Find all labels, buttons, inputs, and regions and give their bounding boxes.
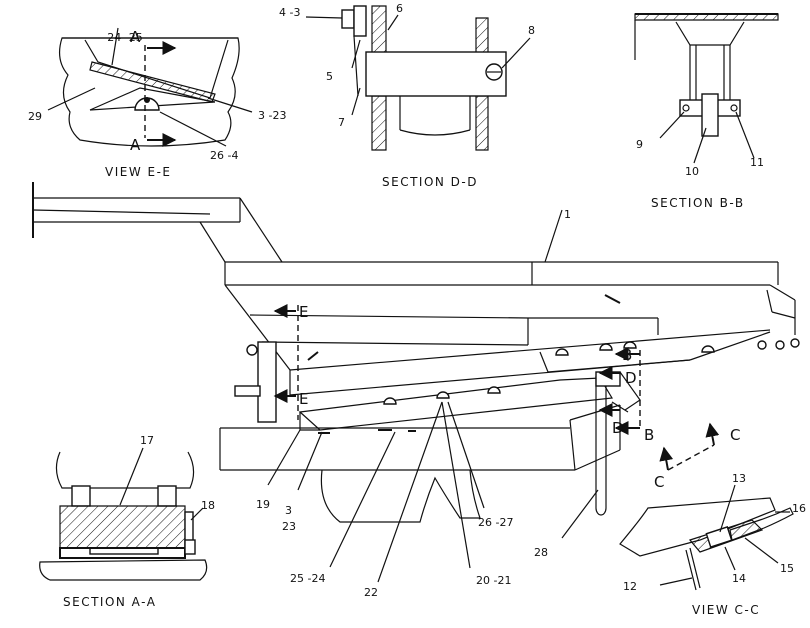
callout-8: 8 xyxy=(528,24,535,37)
section-b-b-caption: SECTION B-B xyxy=(651,196,745,210)
callout-1: 1 xyxy=(564,208,571,221)
view-e-e-caption: VIEW E-E xyxy=(105,165,172,179)
marker-b-bottom: B xyxy=(644,426,654,444)
callout-29: 29 xyxy=(28,110,42,123)
callout-18: 18 xyxy=(201,499,215,512)
view-c-c xyxy=(619,484,794,591)
callout-7: 7 xyxy=(338,116,345,129)
section-b-b xyxy=(634,13,779,164)
marker-d-bottom: D xyxy=(612,419,624,437)
section-a-a xyxy=(39,447,208,581)
callout-10: 10 xyxy=(685,165,699,178)
section-d-d-caption: SECTION D-D xyxy=(382,175,478,189)
callout-26-4: 26 -4 xyxy=(210,149,238,162)
section-a-a-caption: SECTION A-A xyxy=(63,595,156,609)
callout-28: 28 xyxy=(534,546,548,559)
callout-20-21: 20 -21 xyxy=(476,574,511,587)
marker-e-top: E xyxy=(299,303,308,321)
callout-5: 5 xyxy=(326,70,333,83)
marker-b-top: B xyxy=(622,346,632,364)
callout-14: 14 xyxy=(732,572,746,585)
callout-11: 11 xyxy=(750,156,764,169)
marker-c-left: C xyxy=(654,473,664,491)
callout-26-27: 26 -27 xyxy=(478,516,513,529)
callout-4-3: 4 -3 xyxy=(279,6,300,19)
callout-24-25: 24 -25 xyxy=(107,31,142,44)
section-d-d xyxy=(305,5,531,151)
callout-23: 23 xyxy=(282,520,296,533)
callout-19: 19 xyxy=(256,498,270,511)
callout-13: 13 xyxy=(732,472,746,485)
callout-25-24: 25 -24 xyxy=(290,572,325,585)
view-e-e xyxy=(47,27,253,147)
callout-9: 9 xyxy=(636,138,643,151)
marker-a-top: A xyxy=(130,28,141,46)
callout-15: 15 xyxy=(780,562,794,575)
callout-3-23-top: 3 -23 xyxy=(258,109,286,122)
callout-22: 22 xyxy=(364,586,378,599)
marker-a-bottom: A xyxy=(130,136,141,154)
marker-e-bottom: E xyxy=(299,390,308,408)
view-c-c-caption: VIEW C-C xyxy=(692,603,760,617)
marker-d-top: D xyxy=(625,369,637,387)
callout-16: 16 xyxy=(792,502,806,515)
callout-6: 6 xyxy=(396,2,403,15)
callout-3: 3 xyxy=(285,504,292,517)
marker-c-right: C xyxy=(730,426,740,444)
main-assembly xyxy=(32,182,800,583)
callout-17: 17 xyxy=(140,434,154,447)
callout-12: 12 xyxy=(623,580,637,593)
